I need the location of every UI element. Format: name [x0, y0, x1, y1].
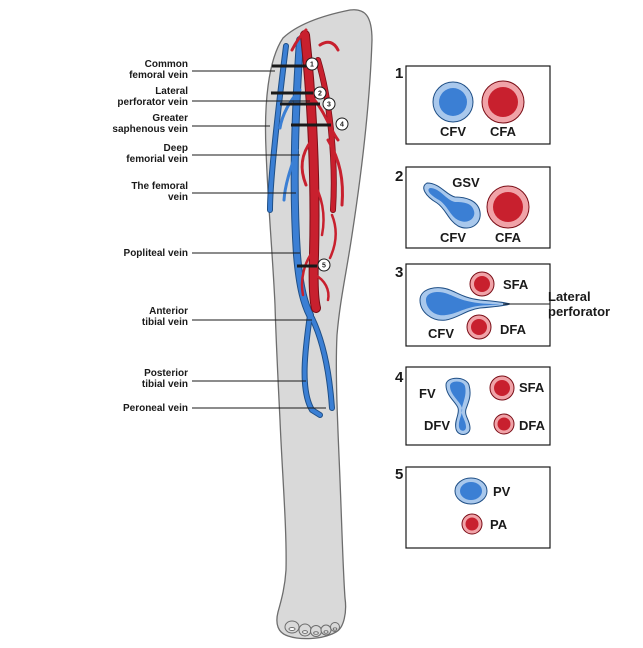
svg-text:Popliteal vein: Popliteal vein [124, 248, 188, 259]
panel3-sfa-label: SFA [503, 277, 529, 292]
panel1-cfa-label: CFA [490, 124, 517, 139]
panel4-fv-label: FV [419, 386, 436, 401]
level-markers: 1 2 3 4 5 [305, 57, 349, 272]
cfa-cross-section [481, 80, 525, 124]
cfv-cross-section [432, 81, 474, 123]
level-marker-2: 2 [313, 86, 327, 100]
level-marker-4: 4 [335, 117, 349, 131]
anterior-tibial-vein-path [310, 316, 334, 410]
label-peroneal-vein: Peroneal vein [123, 403, 326, 414]
arteries [290, 28, 344, 313]
panel1-cfv-label: CFV [440, 124, 466, 139]
svg-text:2: 2 [395, 168, 403, 185]
level-marker-5: 5 [317, 258, 331, 272]
panel-1: 1 CFV CFA [395, 65, 551, 145]
femoral-artery-path [301, 31, 320, 312]
sfa-cross-section-2 [489, 375, 515, 401]
panel2-cfv-label: CFV [440, 230, 466, 245]
posterior-tibial-vein-path [302, 313, 322, 417]
svg-text:4: 4 [395, 369, 404, 386]
sfa-cross-section [469, 271, 495, 297]
panel2-gsv-label: GSV [452, 175, 480, 190]
femoral-vein-path [291, 37, 313, 318]
panel4-dfa-label: DFA [519, 418, 546, 433]
gsv-cfv-cross-section [423, 182, 481, 229]
svg-text:3: 3 [395, 264, 403, 281]
svg-text:1: 1 [395, 65, 403, 82]
panel-2: 2 GSV CFV CFA [395, 166, 551, 249]
panel4-sfa-label: SFA [519, 380, 545, 395]
toes [284, 620, 340, 637]
svg-text:4: 4 [340, 122, 344, 129]
svg-text:1: 1 [310, 62, 314, 69]
cross-section-panels: 1 CFV CFA 2 GSV [395, 65, 610, 549]
dfa-cross-section [466, 314, 492, 340]
panel2-cfa-label: CFA [495, 230, 522, 245]
svg-text:5: 5 [322, 263, 326, 270]
label-popliteal-vein: Popliteal vein [124, 248, 300, 259]
panel3-cfv-label: CFV [428, 326, 454, 341]
greater-saphenous-vein-path [268, 44, 288, 212]
svg-text:5: 5 [395, 466, 403, 483]
cfa-cross-section-2 [486, 185, 530, 229]
fv-dfv-cross-section [445, 377, 471, 435]
level-marker-3: 3 [322, 97, 336, 111]
panel-5: 5 PV PA [395, 466, 551, 549]
level-marker-1: 1 [305, 57, 319, 71]
panel3-dfa-label: DFA [500, 322, 527, 337]
panel4-dfv-label: DFV [424, 418, 450, 433]
dfa-cross-section-2 [493, 413, 515, 435]
svg-text:Peroneal vein: Peroneal vein [123, 403, 188, 414]
panel5-pv-label: PV [493, 484, 511, 499]
veins [267, 36, 335, 418]
svg-text:2: 2 [318, 91, 322, 98]
svg-text:3: 3 [327, 102, 331, 109]
level-lines [271, 64, 331, 268]
pa-cross-section [461, 513, 483, 535]
panel-4: 4 FV SFA DFV DFA [395, 366, 551, 446]
pv-cross-section [454, 477, 488, 505]
panel5-pa-label: PA [490, 517, 508, 532]
